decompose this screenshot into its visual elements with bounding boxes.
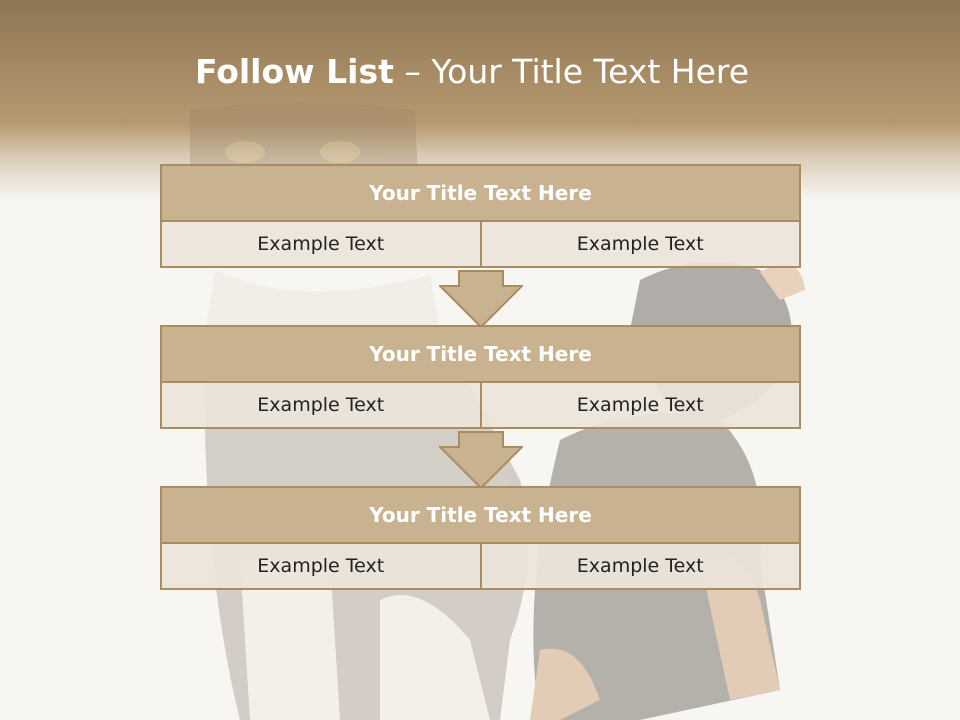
list-block: Your Title Text Here Example Text Exampl… <box>160 164 801 268</box>
block-cell-right: Example Text <box>479 542 801 590</box>
block-row: Example Text Example Text <box>160 220 801 268</box>
block-row: Example Text Example Text <box>160 542 801 590</box>
block-cell-left: Example Text <box>160 220 482 268</box>
list-block: Your Title Text Here Example Text Exampl… <box>160 325 801 429</box>
block-cell-left: Example Text <box>160 381 482 429</box>
list-block: Your Title Text Here Example Text Exampl… <box>160 486 801 590</box>
block-title: Your Title Text Here <box>160 325 801 383</box>
slide-title: Follow List – Your Title Text Here <box>0 52 944 91</box>
down-arrow-icon <box>439 270 523 328</box>
block-cell-right: Example Text <box>479 381 801 429</box>
slide-title-rest: – Your Title Text Here <box>393 52 750 91</box>
block-cell-right: Example Text <box>479 220 801 268</box>
block-title: Your Title Text Here <box>160 164 801 222</box>
block-cell-left: Example Text <box>160 542 482 590</box>
block-row: Example Text Example Text <box>160 381 801 429</box>
block-title: Your Title Text Here <box>160 486 801 544</box>
slide-title-bold: Follow List <box>194 52 394 91</box>
down-arrow-icon <box>439 431 523 489</box>
